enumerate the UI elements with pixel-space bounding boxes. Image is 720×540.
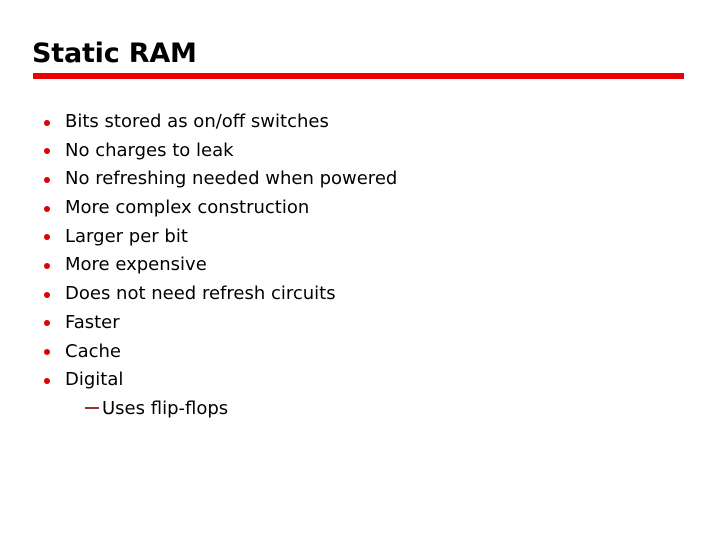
bullet-dot-icon	[44, 291, 50, 298]
list-item-label: More expensive	[65, 254, 207, 276]
list-item: Larger per bit	[33, 223, 693, 252]
list-item-label: More complex construction	[65, 197, 310, 219]
list-item-label: No charges to leak	[65, 139, 234, 161]
list-item-label: Bits stored as on/off switches	[65, 111, 329, 132]
list-item: No refreshing needed when powered	[33, 165, 693, 194]
sub-list-item-label: Uses flip-flops	[102, 397, 229, 419]
em-dash-icon	[85, 407, 99, 410]
bullet-dot-icon	[44, 119, 50, 126]
bullet-dot-icon	[44, 349, 50, 355]
bullet-dot-icon	[44, 377, 50, 384]
list-item: Does not need refresh circuits	[33, 280, 693, 309]
list-item: No charges to leak	[33, 137, 693, 166]
list-item-label: Digital	[65, 369, 124, 391]
bullet-dot-icon	[44, 262, 50, 269]
list-item: More expensive	[33, 251, 693, 280]
list-item-label: No refreshing needed when powered	[65, 168, 398, 190]
list-item-label: Cache	[65, 340, 121, 362]
list-item: Cache	[33, 338, 693, 367]
list-item: More complex construction	[33, 194, 693, 223]
page-title: Static RAM	[32, 38, 197, 69]
list-item-label: Does not need refresh circuits	[65, 283, 336, 305]
list-item: Bits stored as on/off switches	[33, 108, 693, 137]
sub-list-item: Uses flip-flops	[33, 395, 693, 424]
bullet-list: Bits stored as on/off switches No charge…	[33, 108, 693, 424]
list-item-label: Faster	[65, 311, 120, 333]
bullet-dot-icon	[44, 320, 50, 327]
bullet-dot-icon	[44, 234, 50, 241]
bullet-dot-icon	[44, 205, 50, 212]
list-item-label: Larger per bit	[65, 225, 188, 247]
list-item: Faster	[33, 309, 693, 338]
bullet-dot-icon	[44, 176, 50, 183]
title-divider-rule	[33, 73, 684, 79]
bullet-dot-icon	[44, 148, 50, 155]
list-item: Digital	[33, 366, 693, 395]
